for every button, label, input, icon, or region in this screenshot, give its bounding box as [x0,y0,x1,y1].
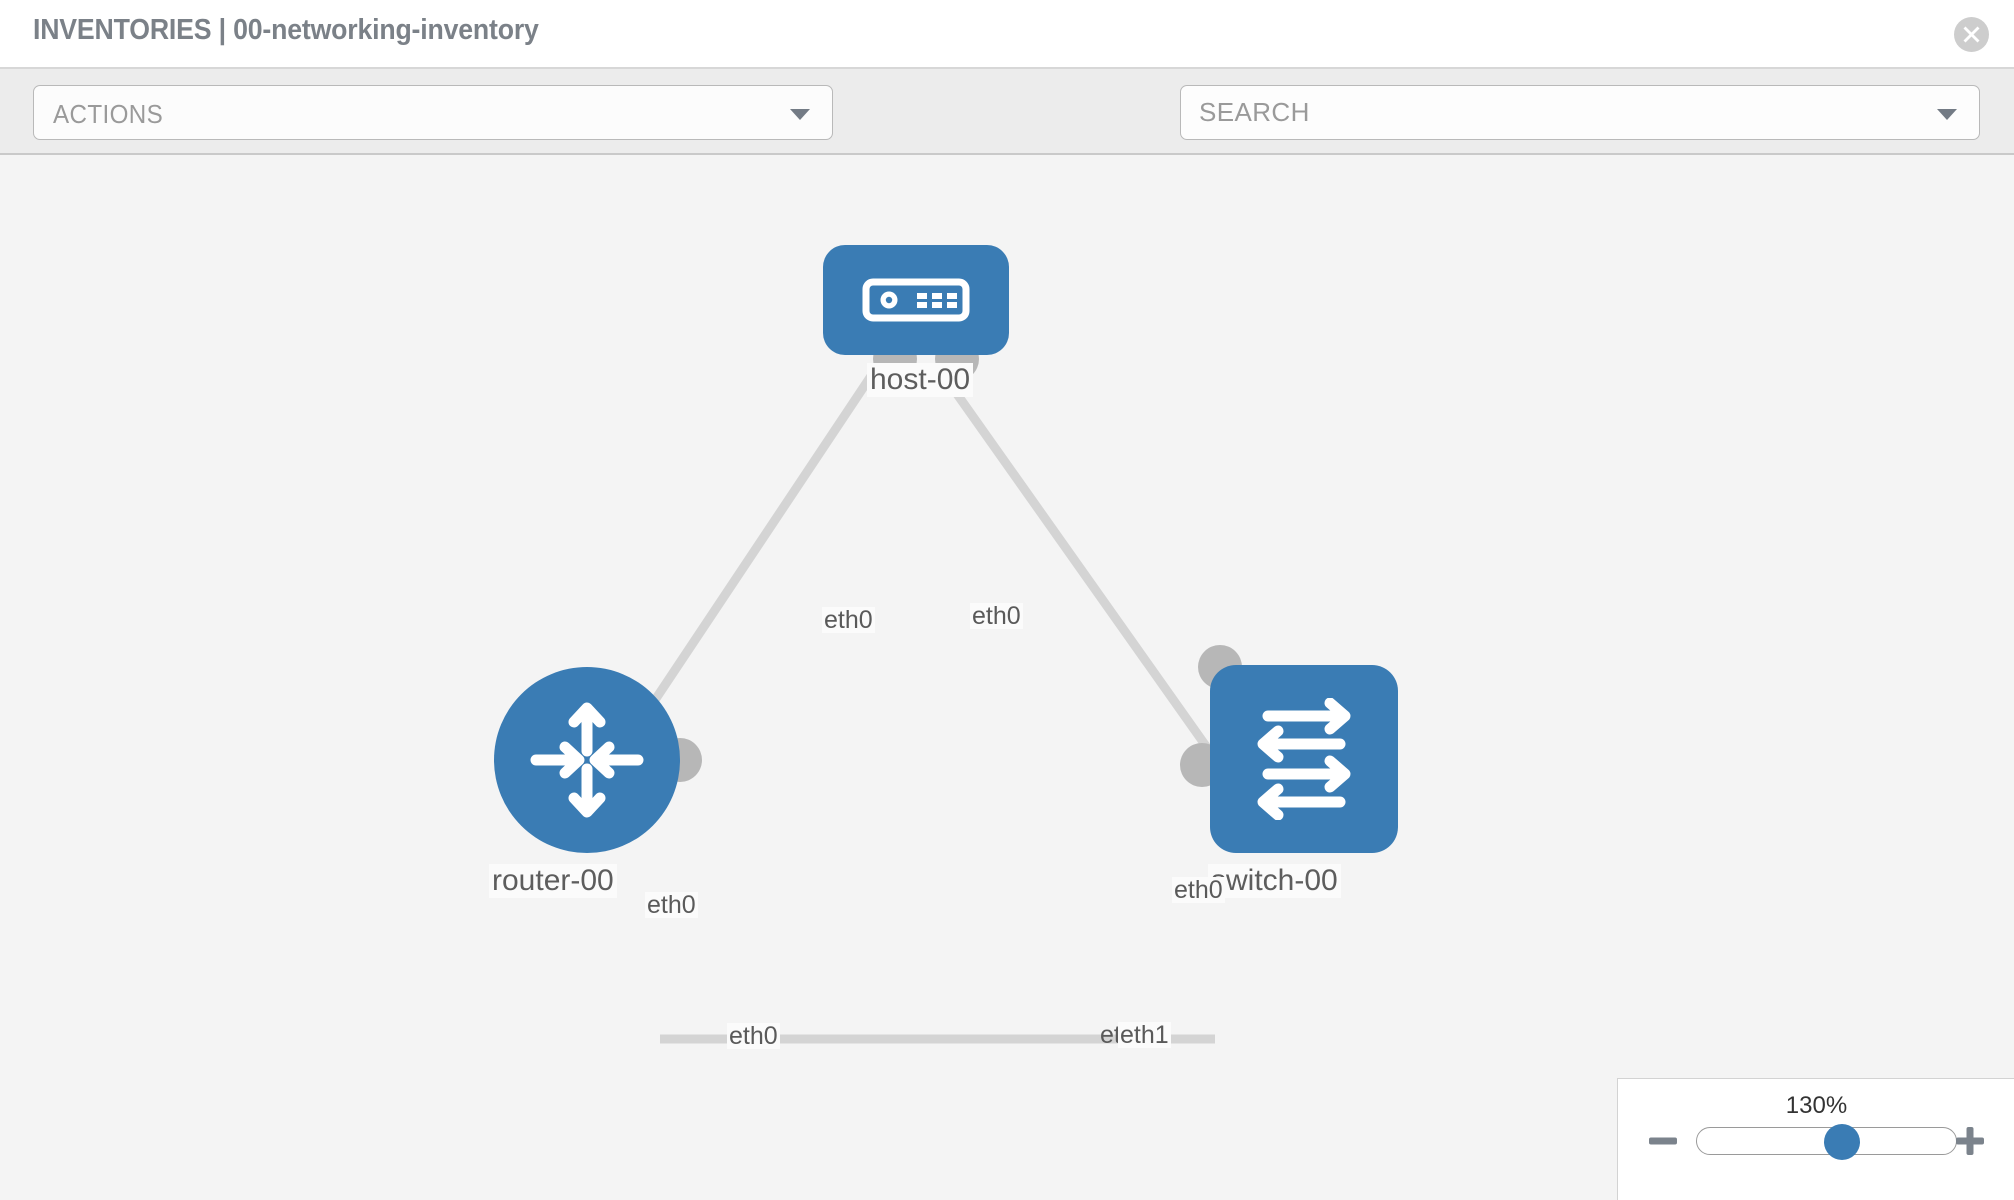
topology-canvas[interactable]: host-00 [0,155,2014,1200]
router-00-label: router-00 [489,864,617,898]
iface-label-router-00-eth0-up: eth0 [645,891,698,919]
iface-label-router-00-eth0-side: eth0 [727,1022,780,1050]
minus-icon[interactable] [1646,1124,1680,1158]
iface-label-host-00-eth0-left: eth0 [822,606,875,634]
close-icon[interactable] [1954,17,1989,52]
topology-graph: host-00 [0,155,2014,1200]
zoom-slider-track[interactable] [1696,1124,1957,1160]
plus-icon[interactable] [1953,1124,1987,1158]
iface-label-switch-00-eth1-side: eth1 [1118,1021,1171,1049]
actions-dropdown-label: ACTIONS [53,99,164,129]
iface-label-switch-00-eth0-up: eth0 [1172,876,1225,904]
server-appliance-icon [862,278,970,322]
zoom-slider-thumb[interactable] [1824,1124,1860,1160]
zoom-level-value: 130% [1785,1092,1848,1119]
search-field[interactable] [1180,85,1980,140]
host-00-label: host-00 [867,363,974,397]
chevron-down-icon [790,108,810,120]
zoom-control-panel: 130% [1617,1078,2014,1200]
toolbar: ACTIONS [0,69,2014,201]
page-title: INVENTORIES | 00-networking-inventory [33,14,539,46]
chevron-down-icon[interactable] [1937,108,1957,120]
switch-arrows-icon [1257,698,1351,820]
switch-00-shape[interactable] [1210,665,1398,853]
page-header: INVENTORIES | 00-networking-inventory [0,0,2014,69]
edge-host00-router00 [621,367,879,748]
iface-label-host-00-eth0-right: eth0 [970,602,1023,630]
host-00-shape[interactable] [823,245,1009,355]
switch-00-label: switch-00 [1208,864,1341,898]
router-00-shape[interactable] [494,667,680,853]
actions-dropdown[interactable]: ACTIONS [33,85,833,140]
search-input[interactable] [1199,86,1899,139]
edge-host00-switch00 [936,367,1234,783]
router-four-arrows-icon [530,702,644,818]
